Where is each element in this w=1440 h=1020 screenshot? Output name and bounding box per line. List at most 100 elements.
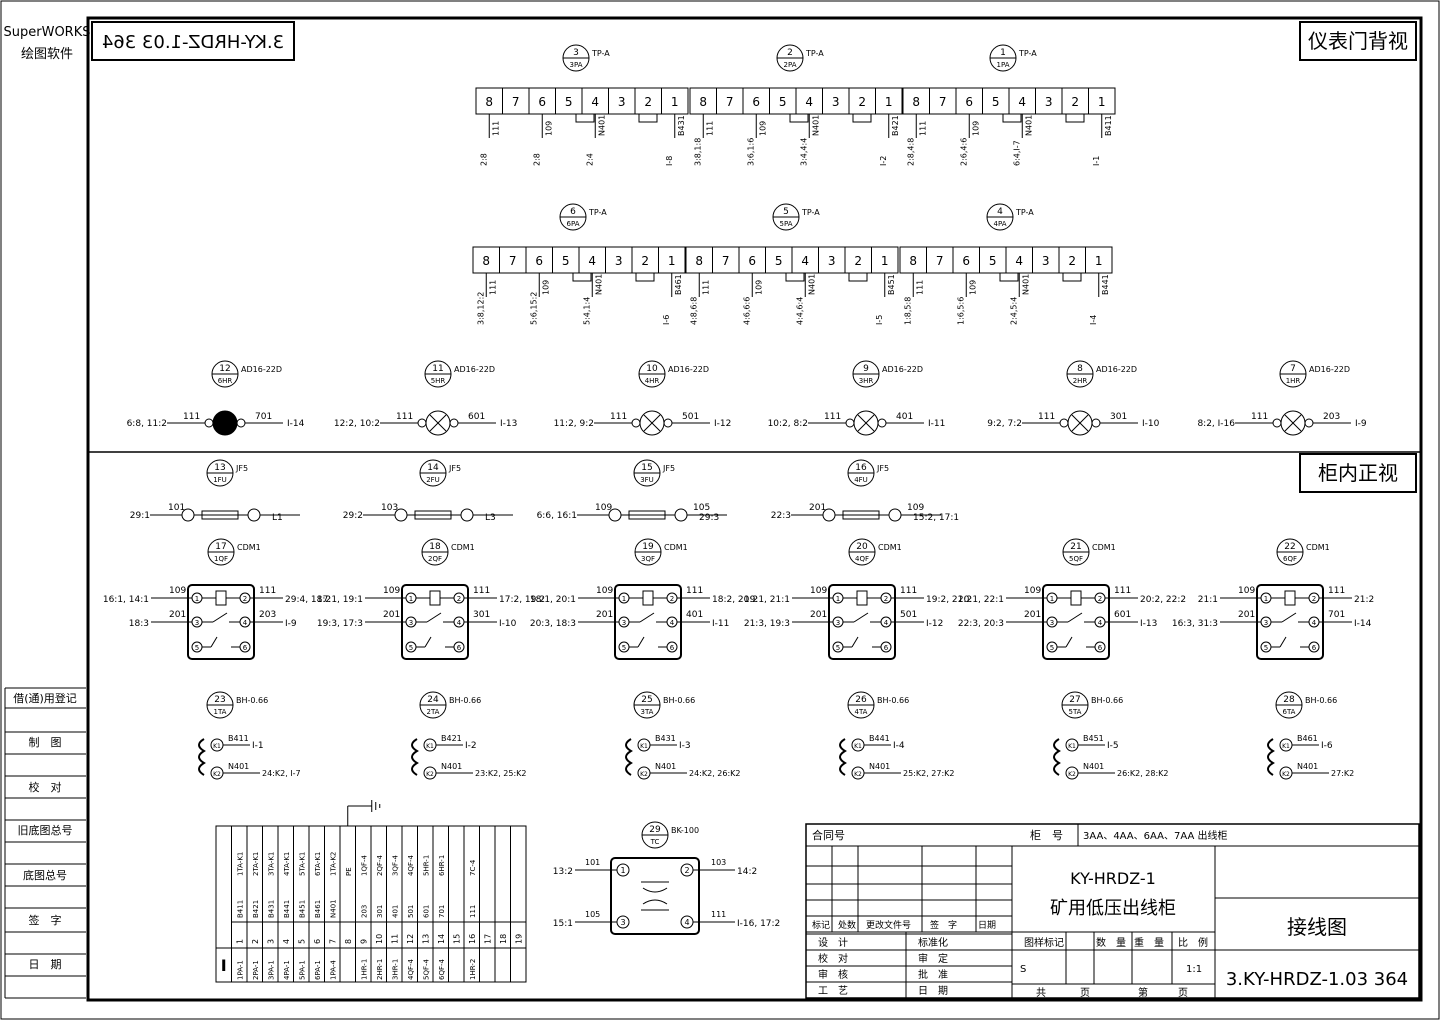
device-number: 15 xyxy=(641,463,652,473)
terminal-number: 6 xyxy=(884,644,889,652)
contact xyxy=(853,612,869,623)
wire-number: B461 xyxy=(1297,734,1318,743)
wire-destination: L3 xyxy=(485,513,496,523)
terminal-number: 7 xyxy=(936,254,944,268)
strip-wire-label: B461 xyxy=(314,900,322,918)
wire-destination: I-8 xyxy=(665,156,674,166)
terminal-number: 4 xyxy=(457,619,462,627)
wire-number: 203 xyxy=(259,610,276,620)
strip-bottom-label: 4QF-4 xyxy=(407,958,415,980)
terminal-number: 3 xyxy=(618,95,626,109)
wire-number: 201 xyxy=(1024,610,1041,620)
device-tag-name: 4HR xyxy=(645,377,660,385)
device-tag-name: 6TA xyxy=(1283,708,1296,716)
device-number: 23 xyxy=(214,695,225,705)
wire-destination: 2:8 xyxy=(479,153,488,166)
wire-destination: I-11 xyxy=(712,619,729,629)
revision-header: 更改文件号 xyxy=(866,919,911,931)
terminal-number: 7 xyxy=(512,95,520,109)
terminal-number: 8 xyxy=(699,95,707,109)
contact xyxy=(851,636,859,648)
device-number: 26 xyxy=(855,695,867,705)
terminal-number: K2 xyxy=(1068,771,1076,778)
side-label: 旧底图总号 xyxy=(18,823,73,837)
wire-number: N401 xyxy=(807,274,816,295)
strip-top-label: 5TA-K1 xyxy=(298,852,306,876)
wire-number: 201 xyxy=(810,610,827,620)
device-number: 10 xyxy=(646,364,658,374)
wire-number: 109 xyxy=(169,586,186,596)
terminal-number: 3 xyxy=(615,254,623,268)
terminal-number: 2 xyxy=(1312,595,1316,603)
strip-top-label: 3TA-K1 xyxy=(267,852,275,876)
device-tag-name: 1TA xyxy=(214,708,227,716)
strip-wire-label: 111 xyxy=(469,905,477,918)
device-model: CDM1 xyxy=(1092,543,1116,552)
strip-number: 16 xyxy=(468,934,477,944)
strip-number: 7 xyxy=(328,939,337,944)
wire-destination: I-2 xyxy=(465,741,477,751)
device-number: 25 xyxy=(641,695,652,705)
role-label: 审 定 xyxy=(918,952,948,965)
strip-number: 1 xyxy=(235,939,244,944)
wire-number: 111 xyxy=(701,280,710,295)
device-model: AD16-22D xyxy=(882,365,923,374)
wire-destination: I-10 xyxy=(1142,419,1160,429)
wire-number: 111 xyxy=(183,412,200,422)
wire-destination: 25:K2, 27:K2 xyxy=(903,769,955,778)
terminal-number: 5 xyxy=(989,254,997,268)
sheet-label: 页 xyxy=(1080,987,1090,999)
cabinet-label: 柜 号 xyxy=(1030,829,1063,842)
device-tag-name: 6PA xyxy=(566,220,579,228)
strip-mark: I xyxy=(221,956,227,975)
terminal-number: 1 xyxy=(836,595,840,603)
terminal-number: 6 xyxy=(1312,644,1317,652)
device-number: 4 xyxy=(997,207,1003,217)
terminal-1 xyxy=(236,418,246,428)
terminal-number: 7 xyxy=(726,95,734,109)
wire-number: N401 xyxy=(594,274,603,295)
terminal-link xyxy=(1065,113,1085,123)
strip-number: 4 xyxy=(282,939,291,944)
wire-number: 109 xyxy=(383,586,400,596)
coil-icon xyxy=(215,590,227,606)
terminal-number: 5 xyxy=(562,254,570,268)
strip-top-label: PE xyxy=(345,867,353,876)
terminal-2 xyxy=(608,508,622,522)
sheet-label: 页 xyxy=(1178,987,1188,999)
terminal-number: 8 xyxy=(909,254,917,268)
coil-icon xyxy=(856,590,868,606)
contact xyxy=(1067,612,1083,623)
wire-number: 109 xyxy=(544,121,553,136)
strip-number: 8 xyxy=(344,939,353,944)
terminal-number: 5 xyxy=(992,95,1000,109)
wire-number: B411 xyxy=(228,734,249,743)
device-tag-name: 4QF xyxy=(855,555,869,563)
wire-destination: 16:3, 31:3 xyxy=(1172,619,1218,629)
device-model: TP-A xyxy=(805,49,824,58)
wire-destination: 17:2, 19:2 xyxy=(499,595,545,605)
lamp-cross xyxy=(643,414,661,432)
device-model: BH-0.66 xyxy=(1091,696,1123,705)
ct-coil-icon xyxy=(839,738,847,776)
strip-top-label: 6HR-1 xyxy=(438,855,446,876)
terminal-number: 3 xyxy=(1264,619,1268,627)
sample-header: 重 量 xyxy=(1134,936,1164,949)
wire-destination: 19:3, 17:3 xyxy=(317,619,363,629)
wire-number: 201 xyxy=(1238,610,1255,620)
terminal-number: 8 xyxy=(485,95,493,109)
wire-number: 111 xyxy=(259,586,276,596)
wire-number: B431 xyxy=(655,734,676,743)
device-number: 7 xyxy=(1290,364,1296,374)
terminal-number: 5 xyxy=(195,644,199,652)
terminal-number: 1 xyxy=(409,595,413,603)
strip-bottom-label: 5PA-1 xyxy=(298,960,306,980)
